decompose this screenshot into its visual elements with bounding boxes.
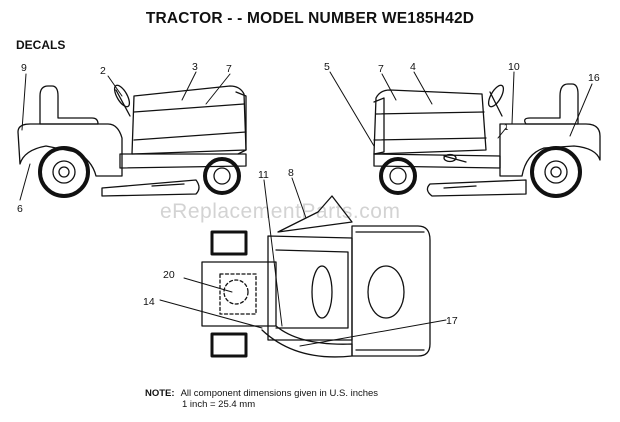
dimension-note: NOTE: All component dimensions given in U… <box>145 388 378 399</box>
note-line-2: 1 inch = 25.4 mm <box>182 399 256 410</box>
callout-7-left: 7 <box>226 63 232 75</box>
callout-14: 14 <box>143 296 155 308</box>
callout-1: 1 <box>504 123 509 132</box>
callout-8: 8 <box>288 167 294 179</box>
leader-lines <box>19 71 593 347</box>
callout-10: 10 <box>508 61 520 73</box>
callout-5: 5 <box>324 61 330 73</box>
tractor-top-view <box>201 195 431 358</box>
section-label: DECALS <box>16 38 66 52</box>
note-label: NOTE: <box>145 388 175 399</box>
callout-9: 9 <box>21 62 27 74</box>
callout-16: 16 <box>588 72 600 84</box>
callout-3: 3 <box>192 61 198 73</box>
tractor-left-side-view <box>17 84 247 198</box>
callout-4: 4 <box>410 61 416 73</box>
tractor-right-side-view <box>373 83 601 198</box>
callout-7-right: 7 <box>378 63 384 75</box>
note-line-1: All component dimensions given in U.S. i… <box>180 388 379 399</box>
callout-2: 2 <box>100 65 106 77</box>
callout-17: 17 <box>446 315 458 327</box>
page-title: TRACTOR - - MODEL NUMBER WE185H42D <box>145 10 475 27</box>
callout-6: 6 <box>17 203 23 215</box>
callout-20: 20 <box>163 269 175 281</box>
callout-11: 11 <box>258 169 269 181</box>
